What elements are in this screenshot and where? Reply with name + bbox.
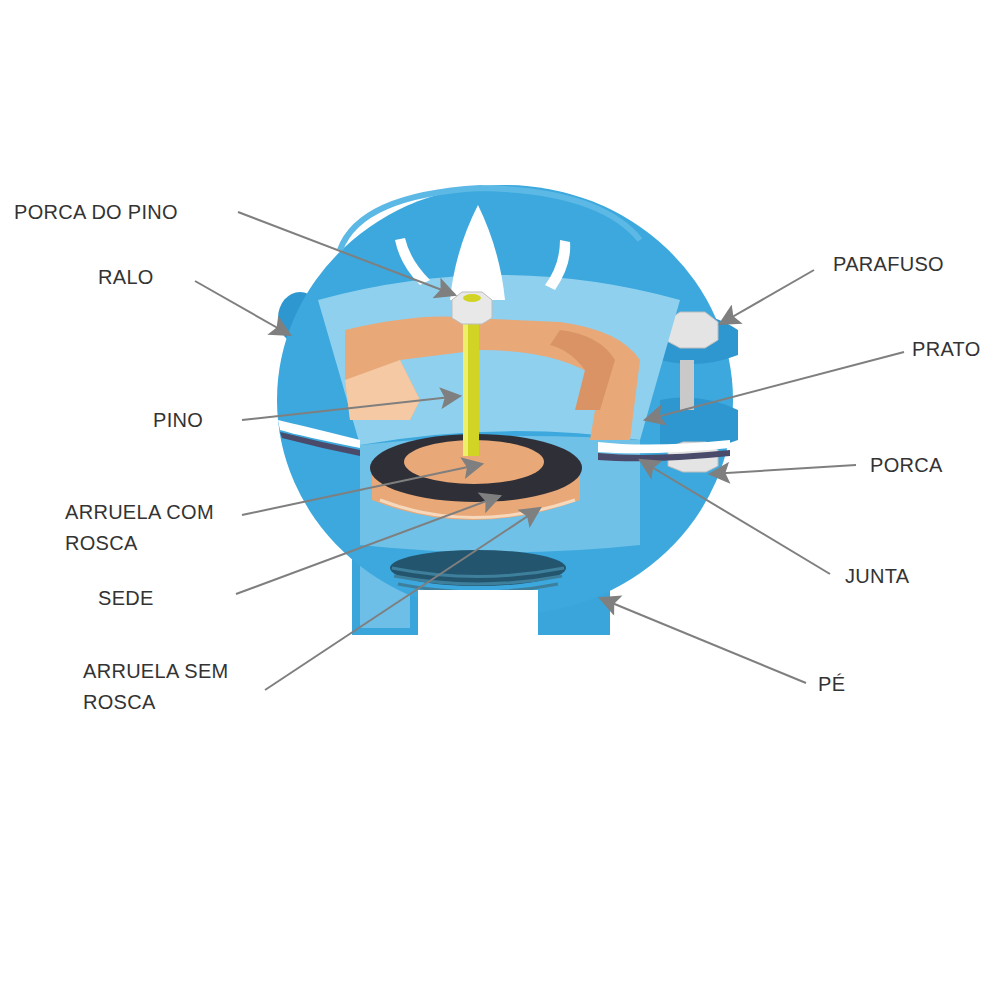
part-label: RALO [98,262,198,293]
thread [390,550,566,635]
part-label: PORCA [870,450,980,481]
part-label: ARRUELA SEM ROSCA [83,656,248,718]
interior [318,275,680,445]
part-label: PÉ [818,669,878,700]
part-label: SEDE [98,583,198,614]
part-label: JUNTA [845,561,955,592]
part-label: PRATO [912,334,996,365]
part-label: PARAFUSO [833,249,973,280]
leader-lines [195,212,904,690]
strainer-slot [450,205,505,300]
part-label: PORCA DO PINO [14,197,244,228]
pin [452,292,492,456]
plate [345,317,640,441]
part-label: ARRUELA COM ROSCA [65,497,230,559]
part-label: PINO [153,405,243,436]
